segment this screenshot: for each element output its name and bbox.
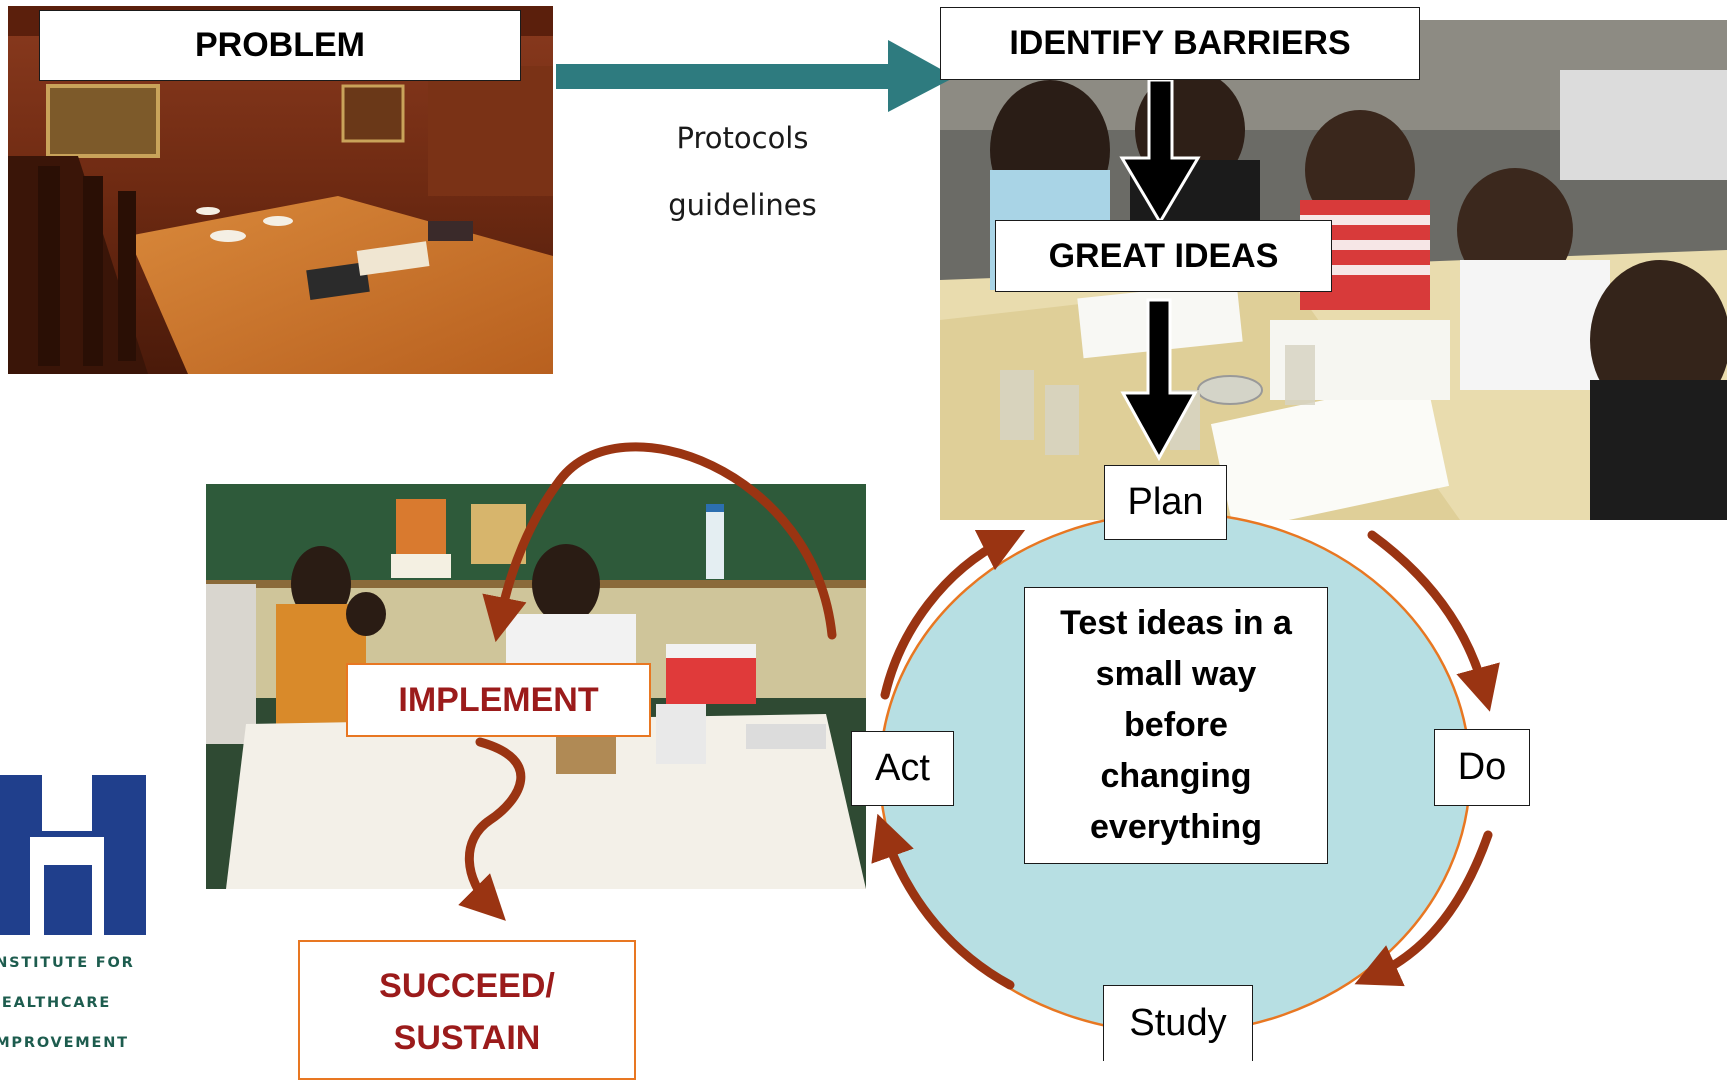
clinic-photo	[206, 484, 866, 889]
logo-line-2: HEALTHCARE	[0, 995, 112, 1011]
great-ideas-label: GREAT IDEAS	[1048, 236, 1279, 275]
pdsa-act-label: Act	[875, 747, 930, 789]
arrow-plan-to-do	[1367, 530, 1500, 712]
pdsa-center-line-1: Test ideas in a	[1060, 604, 1292, 642]
identify-barriers-label: IDENTIFY BARRIERS	[1009, 24, 1351, 62]
guidelines-label: guidelines	[668, 188, 817, 222]
pdsa-center-line-2: small way	[1095, 655, 1257, 693]
arrow-implement-to-succeed	[458, 737, 526, 921]
arrow-loop-to-implement	[482, 442, 837, 643]
sustain-label: SUSTAIN	[393, 1019, 541, 1057]
problem-box: PROBLEM	[39, 10, 521, 81]
arrow-study-to-act	[871, 813, 1015, 990]
pdsa-plan-label: Plan	[1127, 481, 1204, 523]
arrow-do-to-study	[1354, 830, 1493, 987]
logo-line-1: INSTITUTE FOR	[0, 955, 135, 971]
identify-barriers-box: IDENTIFY BARRIERS	[940, 7, 1420, 80]
pdsa-center-line-4: changing	[1100, 757, 1252, 795]
protocols-label: Protocols	[676, 121, 809, 155]
succeed-label: SUCCEED/	[379, 967, 555, 1005]
pdsa-plan-box: Plan	[1104, 465, 1227, 540]
ihi-logo-mark	[0, 775, 146, 935]
pdsa-study-label: Study	[1129, 1002, 1227, 1044]
pdsa-do-box: Do	[1434, 729, 1530, 806]
pdsa-center-box: Test ideas in a small way before changin…	[1024, 587, 1328, 864]
pdsa-study-box: Study	[1103, 985, 1253, 1061]
pdsa-center-line-3: before	[1124, 706, 1228, 744]
pdsa-center-line-5: everything	[1090, 808, 1262, 846]
implement-label: IMPLEMENT	[398, 680, 599, 719]
succeed-sustain-box: SUCCEED/ SUSTAIN	[298, 940, 636, 1080]
logo-line-3: IMPROVEMENT	[0, 1035, 129, 1051]
arrow-act-to-plan	[880, 529, 1026, 700]
great-ideas-box: GREAT IDEAS	[995, 220, 1332, 292]
pdsa-act-box: Act	[851, 731, 954, 806]
pdsa-do-label: Do	[1457, 746, 1507, 788]
problem-label: PROBLEM	[195, 26, 365, 64]
implement-box: IMPLEMENT	[346, 663, 651, 737]
